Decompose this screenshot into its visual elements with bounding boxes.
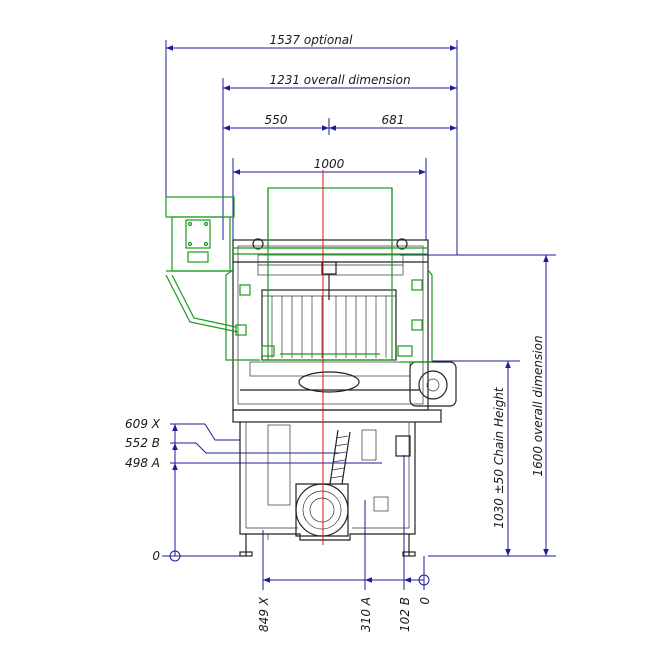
flexible-hose <box>330 435 349 479</box>
label-102: 102 B <box>398 597 412 632</box>
machine-body <box>232 238 457 557</box>
label-1537: 1537 optional <box>270 33 354 47</box>
label-height-zero: 0 <box>152 549 160 563</box>
valve-body <box>295 483 349 537</box>
label-681: 681 <box>382 113 405 127</box>
label-1600: 1600 overall dimension <box>531 335 545 476</box>
optional-parts <box>165 187 433 363</box>
origin-marker-bottom <box>418 574 430 586</box>
optional-hopper <box>165 196 235 218</box>
label-849: 849 X <box>257 596 271 632</box>
label-552: 552 B <box>125 436 160 450</box>
gear-motor <box>418 370 448 400</box>
label-609: 609 X <box>125 417 161 431</box>
label-550: 550 <box>265 113 288 127</box>
dimension-labels: 1537 optional 1231 overall dimension 550… <box>125 33 545 632</box>
label-1000: 1000 <box>314 157 345 171</box>
label-1030: 1030 ±50 Chain Height <box>492 386 506 529</box>
label-offset-zero: 0 <box>418 597 432 605</box>
origin-marker-left <box>169 550 181 562</box>
dimension-lines <box>162 40 556 590</box>
label-498: 498 A <box>125 456 160 470</box>
basket-bars <box>271 296 387 358</box>
label-310: 310 A <box>359 597 373 632</box>
label-1231: 1231 overall dimension <box>269 73 410 87</box>
